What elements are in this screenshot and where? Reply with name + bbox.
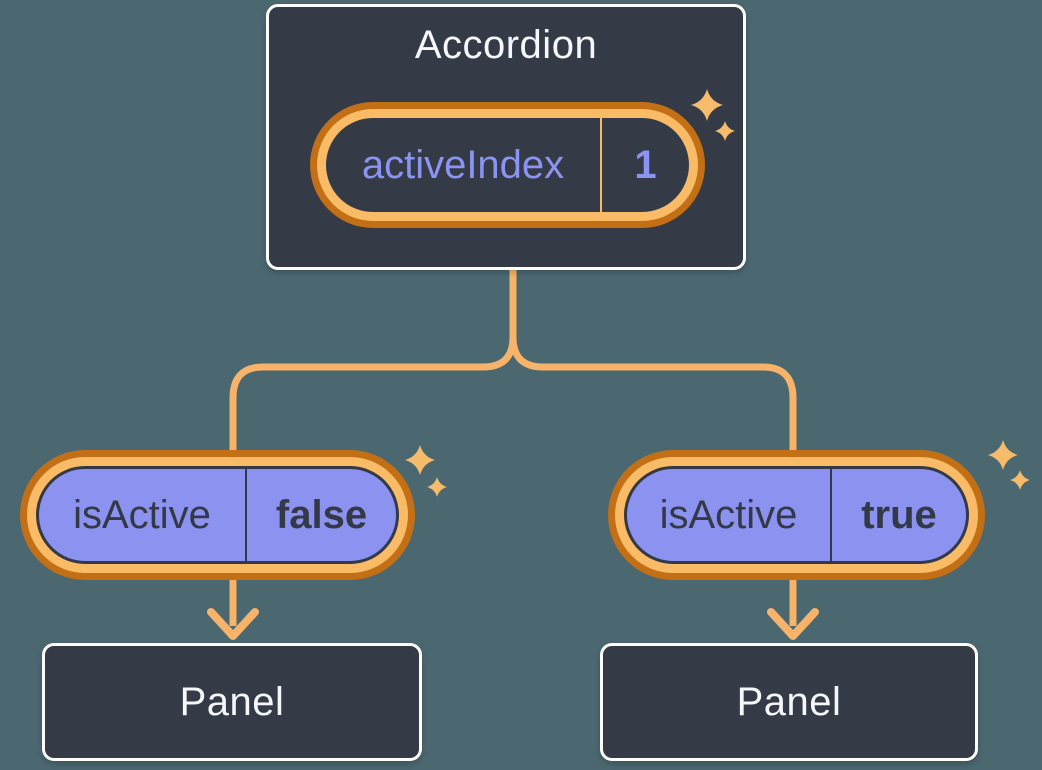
pill-divider — [830, 469, 832, 561]
prop-pill-value: false — [275, 492, 368, 537]
pill-divider — [245, 469, 247, 561]
active-index-state-pill: activeIndex 1 — [310, 102, 705, 228]
panel-box-right: Panel — [600, 643, 978, 761]
panel-label: Panel — [179, 679, 285, 724]
panel-label: Panel — [736, 679, 842, 724]
arrow-head — [767, 608, 819, 640]
pill-inner-ring: isActive false — [27, 457, 408, 573]
pill-divider — [600, 118, 602, 212]
prop-pill-name: isActive — [73, 492, 211, 537]
sparkle-icon — [405, 445, 447, 497]
is-active-prop-pill-right: isActive true — [608, 450, 985, 580]
state-pill-value: 1 — [634, 142, 657, 187]
pill-body: activeIndex 1 — [326, 118, 689, 212]
pill-inner-ring: isActive true — [615, 457, 978, 573]
arrow-down-icon — [207, 578, 259, 640]
sparkle-icon — [988, 440, 1030, 490]
pill-body: isActive false — [36, 466, 399, 564]
state-pill-name: activeIndex — [361, 142, 565, 187]
pill-body: isActive true — [624, 466, 969, 564]
accordion-box: Accordion activeIndex 1 — [266, 4, 746, 270]
arrow-down-icon — [767, 578, 819, 640]
prop-pill-value: true — [861, 492, 937, 537]
accordion-title: Accordion — [414, 23, 598, 67]
is-active-prop-pill-left: isActive false — [20, 450, 415, 580]
pill-inner-ring: activeIndex 1 — [317, 109, 698, 221]
connector-branch-right — [509, 266, 797, 454]
arrow-head — [207, 608, 259, 640]
prop-pill-name: isActive — [659, 492, 798, 537]
panel-box-left: Panel — [42, 643, 422, 761]
connector-branch-left — [229, 266, 517, 454]
